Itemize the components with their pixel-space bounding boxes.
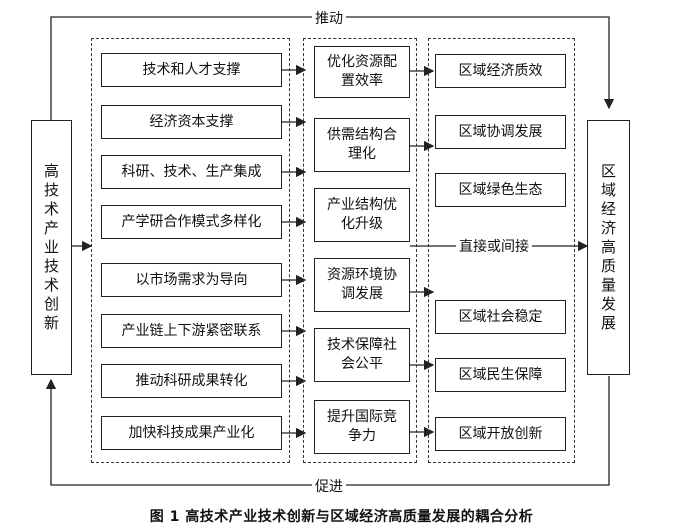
factor-box: 以市场需求为导向: [101, 263, 282, 297]
outcome-label: 区域绿色生态: [458, 182, 543, 198]
factor-label: 加快科技成果产业化: [128, 425, 255, 441]
outcome-label: 区域经济质效: [458, 63, 543, 79]
mechanisms-group: [303, 38, 417, 463]
outcome-box: 区域协调发展: [435, 115, 566, 149]
bottom-arrow-label: 促进: [312, 476, 346, 496]
factor-label: 推动科研成果转化: [135, 373, 248, 389]
left-box-innovation: 高技术产业技术创新: [31, 120, 72, 375]
mechanism-box: 技术保障社会公平: [314, 328, 410, 382]
factor-label: 经济资本支撑: [149, 114, 234, 130]
factor-label: 以市场需求为导向: [135, 272, 248, 288]
outcome-box: 区域绿色生态: [435, 173, 566, 207]
mechanism-label: 提升国际竞争力: [327, 409, 397, 444]
outcome-box: 区域经济质效: [435, 54, 566, 88]
factor-box: 加快科技成果产业化: [101, 416, 282, 450]
factor-label: 科研、技术、生产集成: [121, 164, 262, 180]
factor-box: 技术和人才支撑: [101, 53, 282, 87]
factor-label: 技术和人才支撑: [142, 62, 241, 78]
mechanism-label: 技术保障社会公平: [327, 337, 397, 372]
outcome-label: 区域社会稳定: [458, 309, 543, 325]
factor-box: 经济资本支撑: [101, 105, 282, 139]
factor-label: 产业链上下游紧密联系: [121, 323, 262, 339]
figure-caption: 图 1 高技术产业技术创新与区域经济高质量发展的耦合分析: [149, 509, 534, 525]
mechanism-box: 产业结构优化升级: [314, 188, 410, 242]
mechanism-label: 供需结构合理化: [327, 127, 397, 162]
factor-box: 推动科研成果转化: [101, 364, 282, 398]
factor-box: 产学研合作模式多样化: [101, 205, 282, 239]
left-box-label: 高技术产业技术创新: [43, 162, 59, 332]
mechanism-label: 优化资源配置效率: [327, 54, 397, 89]
outcome-label: 区域开放创新: [458, 426, 543, 442]
outcome-box: 区域民生保障: [435, 358, 566, 392]
factor-label: 产学研合作模式多样化: [121, 214, 262, 230]
factor-box: 科研、技术、生产集成: [101, 155, 282, 189]
top-arrow-label: 推动: [312, 8, 346, 28]
factors-group: [91, 38, 290, 463]
right-box-development: 区域经济高质量发展: [587, 120, 630, 375]
mechanism-box: 资源环境协调发展: [314, 258, 410, 312]
outcomes-group: [428, 38, 575, 463]
mechanism-box: 供需结构合理化: [314, 118, 410, 172]
mechanism-label: 资源环境协调发展: [327, 267, 397, 302]
mechanism-box: 优化资源配置效率: [314, 46, 410, 98]
outcome-box: 区域开放创新: [435, 417, 566, 451]
right-box-label: 区域经济高质量发展: [600, 162, 616, 332]
outcome-box: 区域社会稳定: [435, 300, 566, 334]
mechanism-label: 产业结构优化升级: [327, 197, 397, 232]
outcome-label: 区域协调发展: [458, 124, 543, 140]
mechanism-box: 提升国际竞争力: [314, 400, 410, 454]
center-arrow-label: 直接或间接: [456, 236, 532, 256]
outcome-label: 区域民生保障: [458, 367, 543, 383]
factor-box: 产业链上下游紧密联系: [101, 314, 282, 348]
